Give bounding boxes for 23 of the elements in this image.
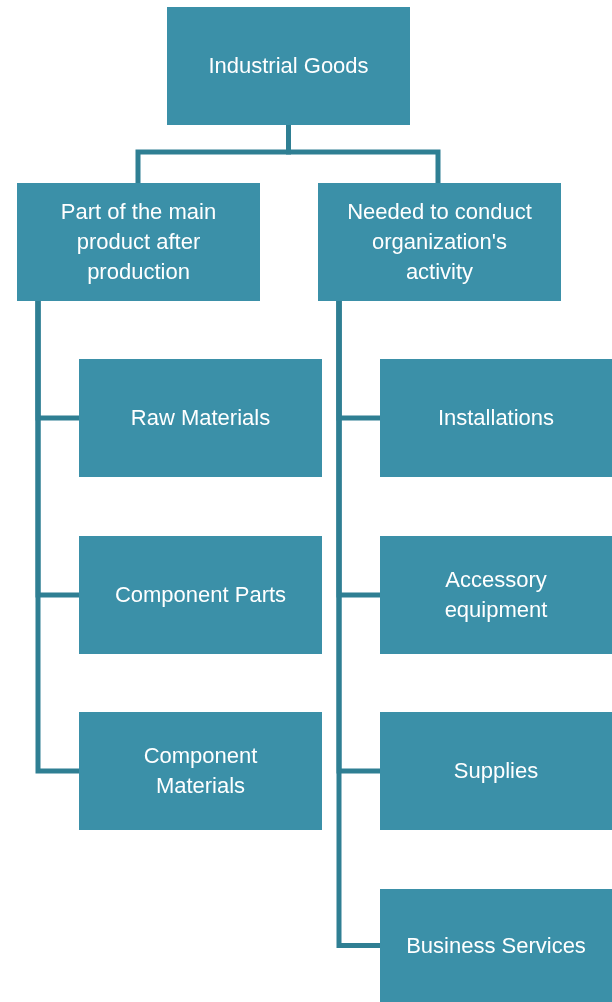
box-label: Needed to conduct organization's activity xyxy=(346,198,533,286)
box-label: Supplies xyxy=(453,757,539,785)
box-label: Component Materials xyxy=(142,742,259,800)
connector-line xyxy=(35,301,79,774)
connector-line xyxy=(336,301,380,948)
category-box xyxy=(380,889,612,1002)
category-box xyxy=(79,712,322,830)
category-box xyxy=(79,536,322,654)
category-box xyxy=(380,359,612,477)
box-label: Industrial Goods xyxy=(208,52,369,80)
box-label: Raw Materials xyxy=(130,404,271,432)
box-label: Installations xyxy=(437,404,555,432)
box-label: Business Services xyxy=(406,931,586,960)
category-box xyxy=(167,7,410,125)
category-box xyxy=(380,536,612,654)
category-box xyxy=(79,359,322,477)
box-label: Part of the main product after production xyxy=(59,198,218,286)
box-label: Component Parts xyxy=(114,581,287,609)
connector-line xyxy=(286,125,441,183)
category-box xyxy=(380,712,612,830)
box-label: Accessory equipment xyxy=(443,566,549,624)
category-box xyxy=(318,183,561,301)
category-box xyxy=(17,183,260,301)
